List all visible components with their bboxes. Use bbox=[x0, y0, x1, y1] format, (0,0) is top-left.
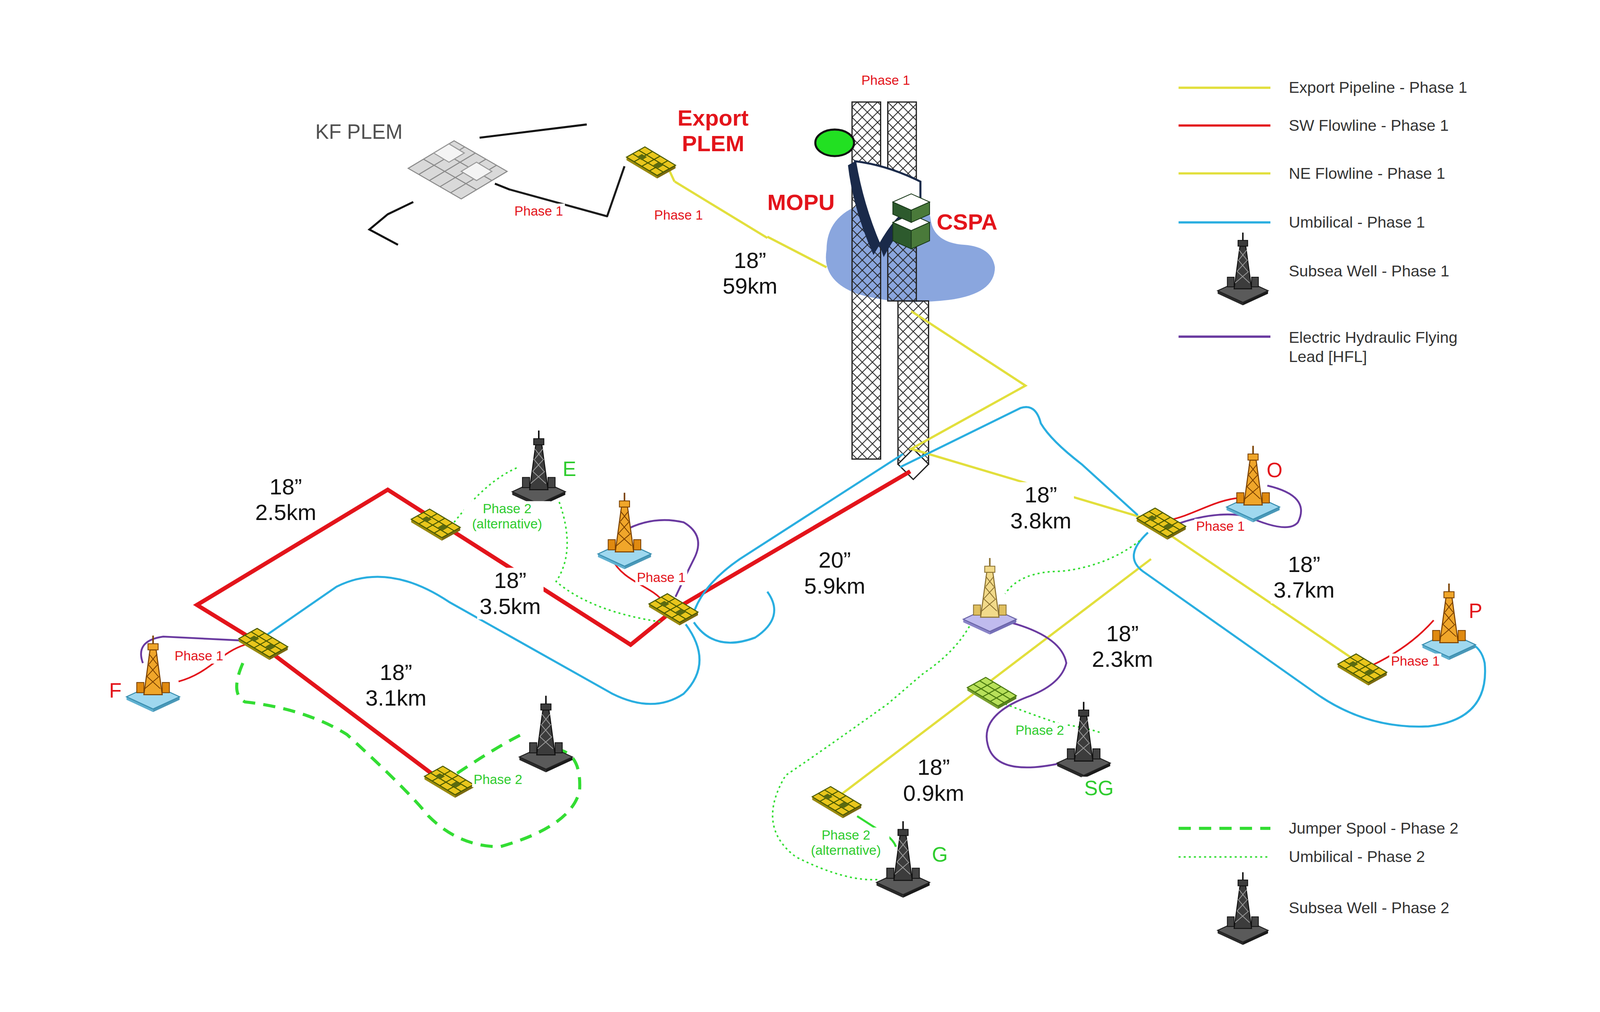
legend-text: Jumper Spool - Phase 2 bbox=[1288, 818, 1459, 838]
umbilical-phase2 bbox=[454, 467, 1140, 880]
node-text: KF PLEM bbox=[315, 120, 403, 144]
legend-sample bbox=[1178, 221, 1271, 224]
well-label: F bbox=[106, 678, 124, 703]
dimension-label: 18” 0.9km bbox=[900, 754, 967, 807]
jacket-tower bbox=[898, 300, 929, 464]
manifold bbox=[424, 766, 474, 798]
phase-label: Phase 1 bbox=[859, 72, 912, 88]
pipeline-stub bbox=[479, 124, 587, 138]
edge-label: Phase 1 bbox=[512, 203, 565, 219]
manifold bbox=[238, 628, 288, 660]
umbilical-phase1 bbox=[267, 407, 1485, 727]
helideck bbox=[815, 129, 854, 156]
legend-text: NE Flowline - Phase 1 bbox=[1288, 164, 1446, 183]
dimension-label: 18” 3.7km bbox=[1270, 551, 1338, 604]
legend-sample bbox=[1178, 124, 1271, 127]
phase-label: Phase 1 bbox=[173, 648, 226, 664]
phase-label: Phase 1 bbox=[635, 569, 688, 585]
phase-label: Phase 2 bbox=[1014, 722, 1066, 738]
legend-text: Subsea Well - Phase 2 bbox=[1288, 898, 1450, 918]
phase-label: Phase 1 bbox=[1194, 518, 1247, 534]
well-label: E bbox=[560, 457, 579, 482]
subsea-well bbox=[512, 430, 566, 507]
legend-text: Export Pipeline - Phase 1 bbox=[1288, 78, 1468, 98]
node-text: MOPU bbox=[767, 189, 835, 216]
dimension-label: 18” 2.3km bbox=[1089, 620, 1156, 673]
plem-block bbox=[433, 144, 465, 163]
phase-label: Phase 2 bbox=[472, 771, 524, 787]
legend-sample bbox=[1178, 335, 1271, 338]
manifold bbox=[812, 786, 862, 818]
ne-flowline bbox=[1163, 530, 1362, 666]
node-text: CSPA bbox=[936, 209, 998, 236]
manifold bbox=[967, 677, 1016, 709]
legend-sample bbox=[1217, 872, 1268, 946]
sw-flowline bbox=[673, 471, 911, 610]
phase-label: Phase 1 bbox=[1389, 653, 1442, 669]
dimension-label: 18” 3.8km bbox=[1007, 482, 1074, 534]
subsea-well bbox=[598, 492, 652, 570]
well-label: G bbox=[929, 843, 951, 867]
subsea-well bbox=[1226, 446, 1280, 523]
plem-grating bbox=[408, 140, 507, 199]
legend-sample bbox=[1178, 86, 1271, 90]
node-text: Export PLEM bbox=[677, 105, 749, 157]
legend-text: Subsea Well - Phase 1 bbox=[1288, 262, 1450, 281]
legend-sample bbox=[1217, 232, 1268, 306]
phase-label: Phase 1 bbox=[652, 207, 705, 223]
sw-flowline bbox=[196, 489, 674, 781]
pipeline-stub bbox=[369, 202, 414, 245]
plem-label: Export PLEM bbox=[624, 105, 760, 182]
manifold bbox=[411, 509, 460, 541]
well-label: SG bbox=[1081, 776, 1116, 801]
plem-label: KF PLEM bbox=[311, 114, 510, 204]
subsea-well bbox=[963, 558, 1017, 635]
dimension-label: 18” 3.1km bbox=[362, 659, 430, 712]
legend-text: SW Flowline - Phase 1 bbox=[1288, 116, 1449, 135]
edge-label: 18” 59km bbox=[720, 247, 781, 300]
legend-sample bbox=[1178, 172, 1271, 175]
phase-label: Phase 2 (alternative) bbox=[463, 500, 551, 532]
platform-label: MOPU bbox=[767, 130, 927, 245]
manifold bbox=[626, 146, 676, 179]
well-label: P bbox=[1466, 599, 1485, 623]
platform-label: CSPA bbox=[936, 209, 1009, 240]
plem-block bbox=[461, 162, 492, 181]
manifold bbox=[648, 593, 698, 626]
pipeline-stub bbox=[494, 183, 510, 190]
legend-text: Umbilical - Phase 1 bbox=[1288, 212, 1426, 232]
hydraulic-flying-lead bbox=[141, 485, 1302, 768]
cspa-module bbox=[892, 194, 930, 250]
subsea-well bbox=[519, 695, 573, 772]
legend-sample bbox=[1178, 856, 1271, 858]
well-label: O bbox=[1264, 458, 1285, 482]
manifold bbox=[1136, 508, 1186, 540]
legend-sample bbox=[1178, 826, 1271, 830]
dimension-label: 18” 2.5km bbox=[252, 474, 319, 526]
dimension-label: 18” 3.5km bbox=[476, 568, 544, 620]
subsea-well bbox=[1057, 702, 1111, 779]
dimension-label: 20” 5.9km bbox=[801, 547, 868, 600]
manifold bbox=[1337, 654, 1387, 686]
legend-text: Umbilical - Phase 2 bbox=[1288, 847, 1426, 867]
subsea-well bbox=[126, 635, 180, 712]
phase-label: Phase 2 (alternative) bbox=[802, 827, 890, 858]
legend-text: Electric Hydraulic Flying Lead [HFL] bbox=[1288, 328, 1478, 366]
jacket-tower bbox=[852, 102, 881, 460]
well-jumper bbox=[178, 498, 1434, 682]
